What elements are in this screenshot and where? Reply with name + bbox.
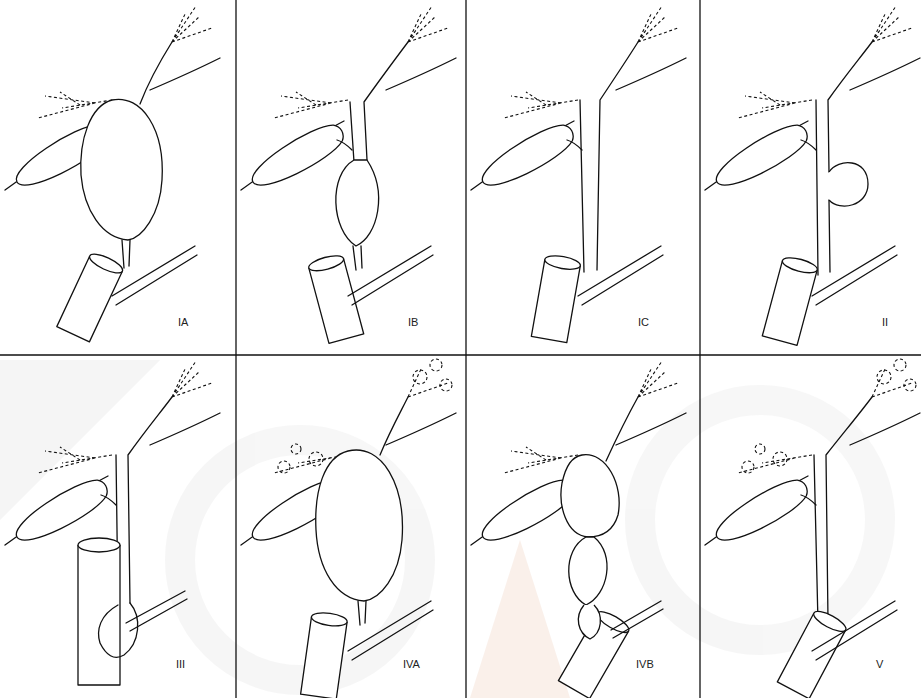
type-label: IVB xyxy=(636,658,654,671)
type-label: V xyxy=(876,658,883,671)
type-label: IA xyxy=(178,316,188,329)
type-label: II xyxy=(882,316,888,329)
type-label: IVA xyxy=(403,658,420,671)
type-label: IB xyxy=(408,316,418,329)
type-label: IC xyxy=(638,316,649,329)
type-label: III xyxy=(176,658,185,671)
